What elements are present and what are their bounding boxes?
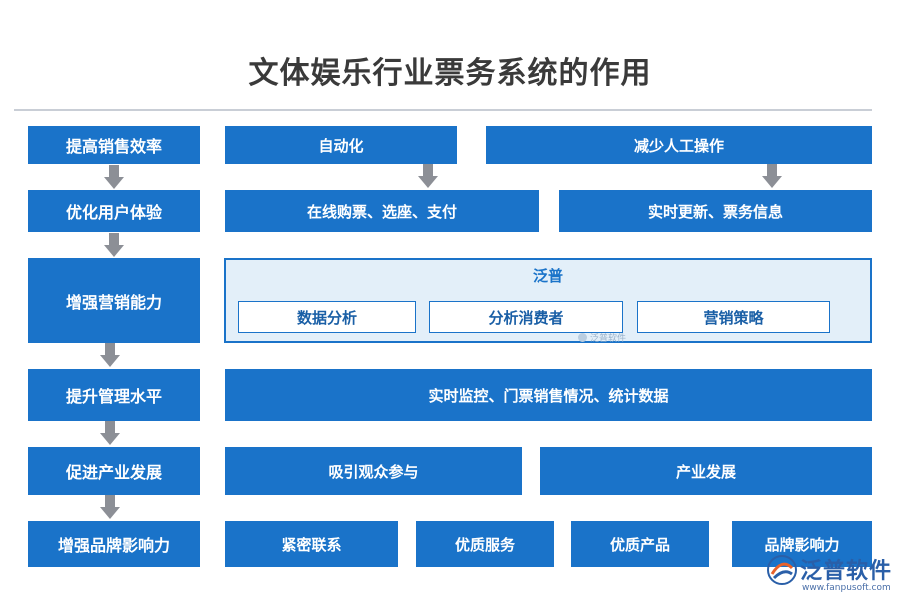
row1-reduce-manual: 减少人工操作 [486, 126, 872, 164]
down-arrow-icon [104, 165, 124, 191]
row6-quality-product: 优质产品 [571, 521, 709, 567]
left-item-sales-efficiency: 提高销售效率 [28, 126, 200, 164]
sub-consumer-analysis: 分析消费者 [429, 301, 623, 333]
logo-name: 泛普软件 [800, 559, 893, 584]
row5-industry-development: 产业发展 [540, 447, 872, 495]
down-arrow-icon [100, 421, 120, 447]
left-item-marketing: 增强营销能力 [28, 258, 200, 343]
row1-automation: 自动化 [225, 126, 457, 164]
row6-quality-service: 优质服务 [416, 521, 554, 567]
sub-data-analysis: 数据分析 [238, 301, 416, 333]
down-arrow-icon [100, 343, 120, 369]
page-title: 文体娱乐行业票务系统的作用 [248, 56, 652, 91]
row2-online-purchase: 在线购票、选座、支付 [225, 190, 539, 232]
logo-icon [767, 555, 797, 585]
left-item-industry: 促进产业发展 [28, 447, 200, 495]
row5-attract-audience: 吸引观众参与 [225, 447, 522, 495]
title-divider [14, 109, 872, 111]
sub-marketing-strategy: 营销策略 [637, 301, 830, 333]
down-arrow-icon [100, 495, 120, 521]
logo-url: www.fanpusoft.com [802, 583, 891, 593]
row4-monitoring: 实时监控、门票销售情况、统计数据 [225, 369, 872, 421]
down-arrow-icon [762, 164, 782, 190]
down-arrow-icon [418, 164, 438, 190]
marketing-panel: 泛普 数据分析 分析消费者 营销策略 [224, 258, 872, 343]
left-item-brand: 增强品牌影响力 [28, 521, 200, 567]
left-item-management: 提升管理水平 [28, 369, 200, 421]
watermark-text: 泛普软件 [590, 334, 627, 344]
panel-title: 泛普 [532, 267, 563, 285]
row6-close-ties: 紧密联系 [225, 521, 398, 567]
row2-realtime-update: 实时更新、票务信息 [559, 190, 872, 232]
watermark-icon [578, 333, 587, 342]
left-item-user-experience: 优化用户体验 [28, 190, 200, 232]
fanpu-logo: 泛普软件 www.fanpusoft.com [766, 552, 894, 598]
down-arrow-icon [104, 233, 124, 259]
watermark: 泛普软件 [578, 331, 626, 344]
row6-brand-influence: 品牌影响力 [732, 521, 872, 567]
